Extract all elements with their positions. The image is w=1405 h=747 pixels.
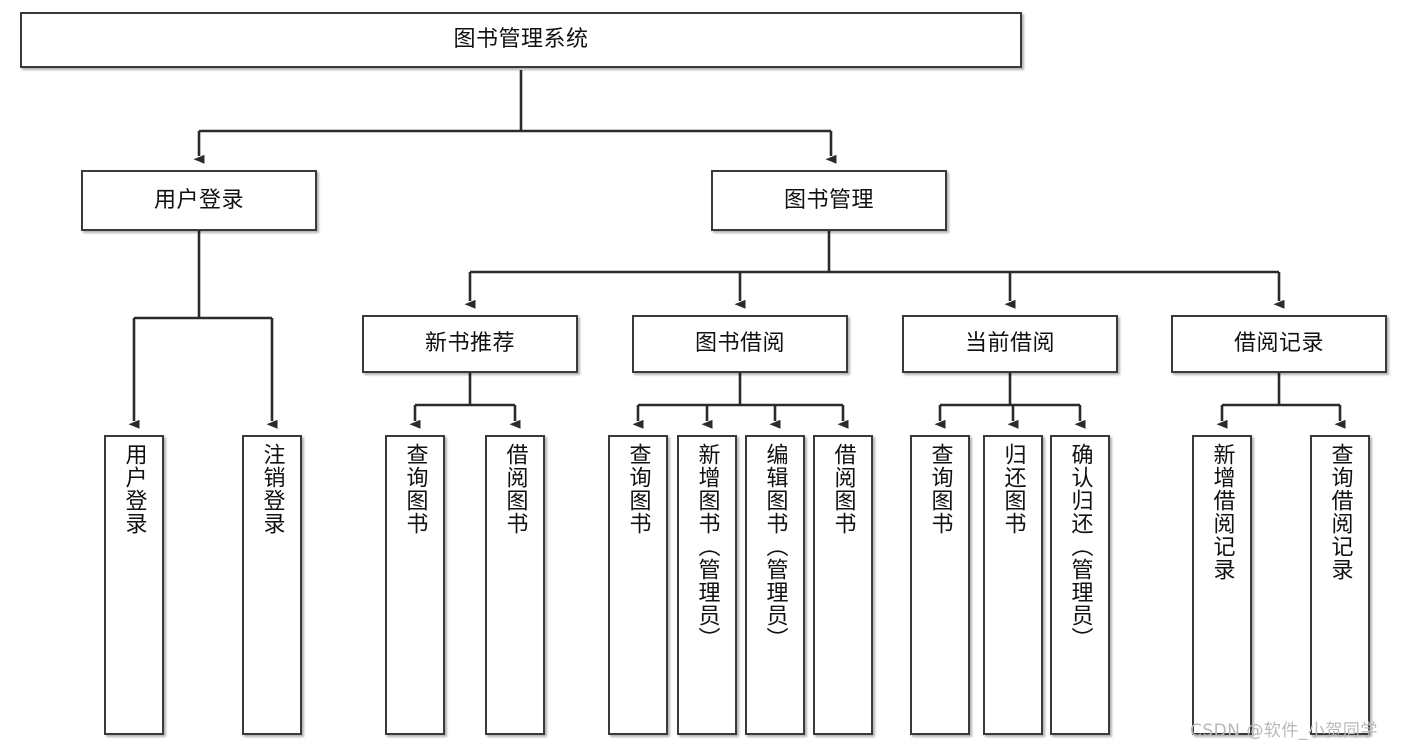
node-leaf-add-borrow-record[interactable]: 新增借阅记录 xyxy=(1192,435,1252,735)
node-leaf-borrow-book-recommend[interactable]: 借阅图书 xyxy=(485,435,545,735)
node-leaf-query-book-borrow[interactable]: 查询图书 xyxy=(608,435,668,735)
node-book-borrow-label: 图书借阅 xyxy=(694,331,785,357)
node-leaf-logout-login[interactable]: 注销登录 xyxy=(242,435,302,735)
node-leaf-query-book-borrow-label: 查询图书 xyxy=(625,443,651,535)
node-leaf-edit-book[interactable]: 编辑图书（管理员） xyxy=(745,435,805,735)
node-leaf-query-book-recommend[interactable]: 查询图书 xyxy=(385,435,445,735)
node-book-borrow[interactable]: 图书借阅 xyxy=(632,315,848,373)
node-leaf-query-borrow-record[interactable]: 查询借阅记录 xyxy=(1310,435,1370,735)
node-root-label: 图书管理系统 xyxy=(453,27,589,53)
node-user-login-label: 用户登录 xyxy=(153,187,244,213)
node-leaf-confirm-return-label: 确认归还（管理员） xyxy=(1067,443,1093,650)
node-leaf-confirm-return[interactable]: 确认归还（管理员） xyxy=(1050,435,1110,735)
node-leaf-add-borrow-record-label: 新增借阅记录 xyxy=(1209,443,1235,581)
node-current-borrow[interactable]: 当前借阅 xyxy=(902,315,1118,373)
node-new-book-recommend-label: 新书推荐 xyxy=(424,331,515,357)
node-leaf-query-borrow-record-label: 查询借阅记录 xyxy=(1327,443,1353,581)
node-new-book-recommend[interactable]: 新书推荐 xyxy=(362,315,578,373)
node-book-manage[interactable]: 图书管理 xyxy=(711,170,947,231)
node-leaf-edit-book-label: 编辑图书（管理员） xyxy=(762,443,788,650)
node-leaf-return-book[interactable]: 归还图书 xyxy=(983,435,1043,735)
node-leaf-add-book-label: 新增图书（管理员） xyxy=(694,443,720,650)
node-leaf-borrow-book-recommend-label: 借阅图书 xyxy=(502,443,528,535)
node-borrow-record[interactable]: 借阅记录 xyxy=(1171,315,1387,373)
node-leaf-borrow-book[interactable]: 借阅图书 xyxy=(813,435,873,735)
node-leaf-query-book-recommend-label: 查询图书 xyxy=(402,443,428,535)
node-leaf-borrow-book-label: 借阅图书 xyxy=(830,443,856,535)
node-leaf-return-book-label: 归还图书 xyxy=(1000,443,1026,535)
node-leaf-user-login[interactable]: 用户登录 xyxy=(104,435,164,735)
node-leaf-query-book-current-label: 查询图书 xyxy=(927,443,953,535)
node-user-login[interactable]: 用户登录 xyxy=(81,170,317,231)
node-borrow-record-label: 借阅记录 xyxy=(1233,331,1324,357)
node-book-manage-label: 图书管理 xyxy=(783,187,874,213)
node-leaf-add-book[interactable]: 新增图书（管理员） xyxy=(677,435,737,735)
node-leaf-logout-login-label: 注销登录 xyxy=(259,443,285,535)
csdn-watermark: CSDN @软件_小贺同学 xyxy=(1190,721,1378,741)
node-leaf-user-login-label: 用户登录 xyxy=(121,443,147,535)
node-current-borrow-label: 当前借阅 xyxy=(964,331,1055,357)
node-root[interactable]: 图书管理系统 xyxy=(20,12,1022,68)
node-leaf-query-book-current[interactable]: 查询图书 xyxy=(910,435,970,735)
